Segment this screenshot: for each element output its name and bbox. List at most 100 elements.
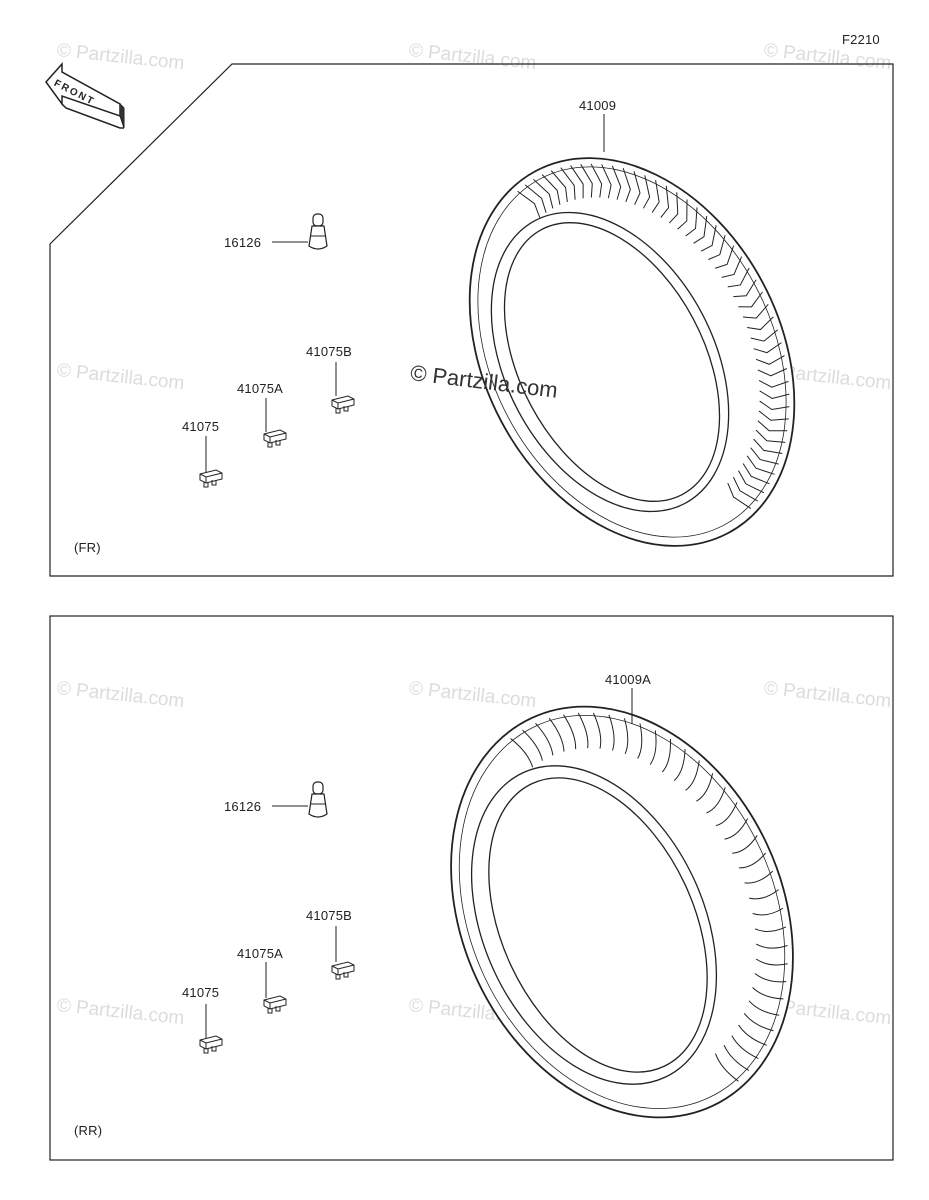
tread-groove	[749, 889, 779, 900]
tread-groove	[522, 729, 543, 761]
tread-groove	[715, 245, 735, 269]
tread-groove	[563, 714, 577, 750]
tread-groove	[642, 175, 651, 209]
front-tire-drawing	[468, 157, 796, 547]
tread-groove	[755, 429, 786, 443]
part-number-label[interactable]: 41075A	[237, 381, 284, 396]
tread-groove	[746, 455, 775, 475]
tread-groove	[743, 303, 769, 319]
part-number-label[interactable]: 41075A	[237, 946, 284, 961]
tread-groove	[731, 1035, 759, 1060]
section-label: (FR)	[74, 540, 101, 555]
tread-groove	[758, 410, 789, 421]
tread-groove	[759, 400, 790, 411]
tread-groove	[723, 1044, 750, 1072]
front-valve-icon	[308, 213, 328, 250]
rear-panel-frame	[49, 615, 894, 1161]
tread-groove	[685, 760, 700, 791]
tread-groove	[755, 943, 788, 949]
tread-groove	[677, 199, 688, 230]
tread-groove	[533, 179, 554, 209]
tread-groove	[727, 267, 750, 288]
tread-groove	[660, 185, 670, 218]
tread-groove	[754, 926, 787, 932]
tread-groove	[732, 476, 758, 502]
tread-groove	[724, 818, 749, 840]
tread-groove	[721, 256, 743, 278]
tread-groove	[727, 482, 752, 509]
part-number-label[interactable]: 41075	[182, 985, 220, 1000]
tread-groove	[560, 167, 576, 200]
tread-groove	[743, 1013, 774, 1032]
tread-groove	[708, 235, 726, 260]
tread-groove	[753, 342, 782, 354]
tread-groove	[592, 712, 602, 749]
tread-groove	[750, 447, 779, 465]
front-weight-a-icon	[263, 429, 287, 448]
part-number-label[interactable]: 41009A	[605, 672, 652, 687]
tread-groove	[758, 380, 789, 388]
tread-groove	[580, 164, 593, 198]
tread-groove	[738, 470, 765, 494]
rear-weight-a-icon	[263, 995, 287, 1014]
tread-groove	[752, 907, 784, 916]
tread-groove	[755, 355, 785, 365]
tread-groove	[755, 958, 788, 966]
tread-groove	[748, 1000, 780, 1016]
tread-groove	[550, 170, 568, 202]
tread-groove	[590, 163, 603, 198]
tread-groove	[661, 738, 672, 773]
rear-valve-icon	[308, 781, 328, 818]
tread-groove	[733, 279, 757, 298]
section-label: (RR)	[74, 1123, 103, 1138]
tread-groove	[577, 712, 589, 749]
tread-groove	[714, 1053, 739, 1082]
tread-groove	[633, 171, 641, 205]
tread-groove	[696, 773, 714, 802]
part-number-label[interactable]: 41075B	[306, 908, 353, 923]
tread-groove	[570, 165, 584, 199]
tread-groove	[753, 438, 783, 455]
tread-groove	[524, 184, 547, 213]
tread-groove	[752, 987, 784, 1000]
part-number-label[interactable]: 16126	[224, 235, 262, 250]
tread-groove	[757, 420, 788, 432]
tread-groove	[738, 291, 763, 308]
tread-groove	[744, 870, 774, 884]
part-number-label[interactable]: 41075	[182, 419, 220, 434]
tread-groove	[517, 190, 541, 218]
tread-groove	[649, 730, 657, 765]
tread-groove	[548, 717, 565, 752]
rear-tire-drawing	[450, 705, 794, 1119]
tread-groove	[601, 164, 612, 199]
tread-groove	[715, 802, 738, 827]
tread-groove	[706, 787, 726, 814]
tread-groove	[651, 180, 660, 213]
front-arrow-icon	[45, 62, 125, 129]
tread-groove	[541, 174, 561, 205]
tread-groove	[685, 207, 698, 237]
part-number-label[interactable]: 16126	[224, 799, 262, 814]
tread-groove	[611, 165, 622, 200]
figure-code: F2210	[842, 32, 880, 47]
rear-weight-b-icon	[331, 961, 355, 980]
part-number-label[interactable]: 41009	[579, 98, 617, 113]
tread-groove	[738, 1024, 767, 1046]
tread-groove	[747, 316, 774, 331]
tread-groove	[742, 463, 770, 485]
tread-groove	[668, 192, 679, 224]
rear-weight-icon	[199, 1035, 223, 1054]
tread-groove	[535, 722, 554, 756]
tread-groove	[732, 835, 758, 854]
tread-groove	[754, 973, 787, 983]
tread-groove	[693, 216, 708, 244]
tread-groove	[622, 167, 631, 203]
tread-groove	[623, 718, 629, 755]
front-weight-icon	[199, 469, 223, 488]
tread-groove	[700, 225, 717, 252]
tread-groove	[759, 390, 790, 400]
tread-groove	[608, 714, 615, 751]
part-number-label[interactable]: 41075B	[306, 344, 353, 359]
